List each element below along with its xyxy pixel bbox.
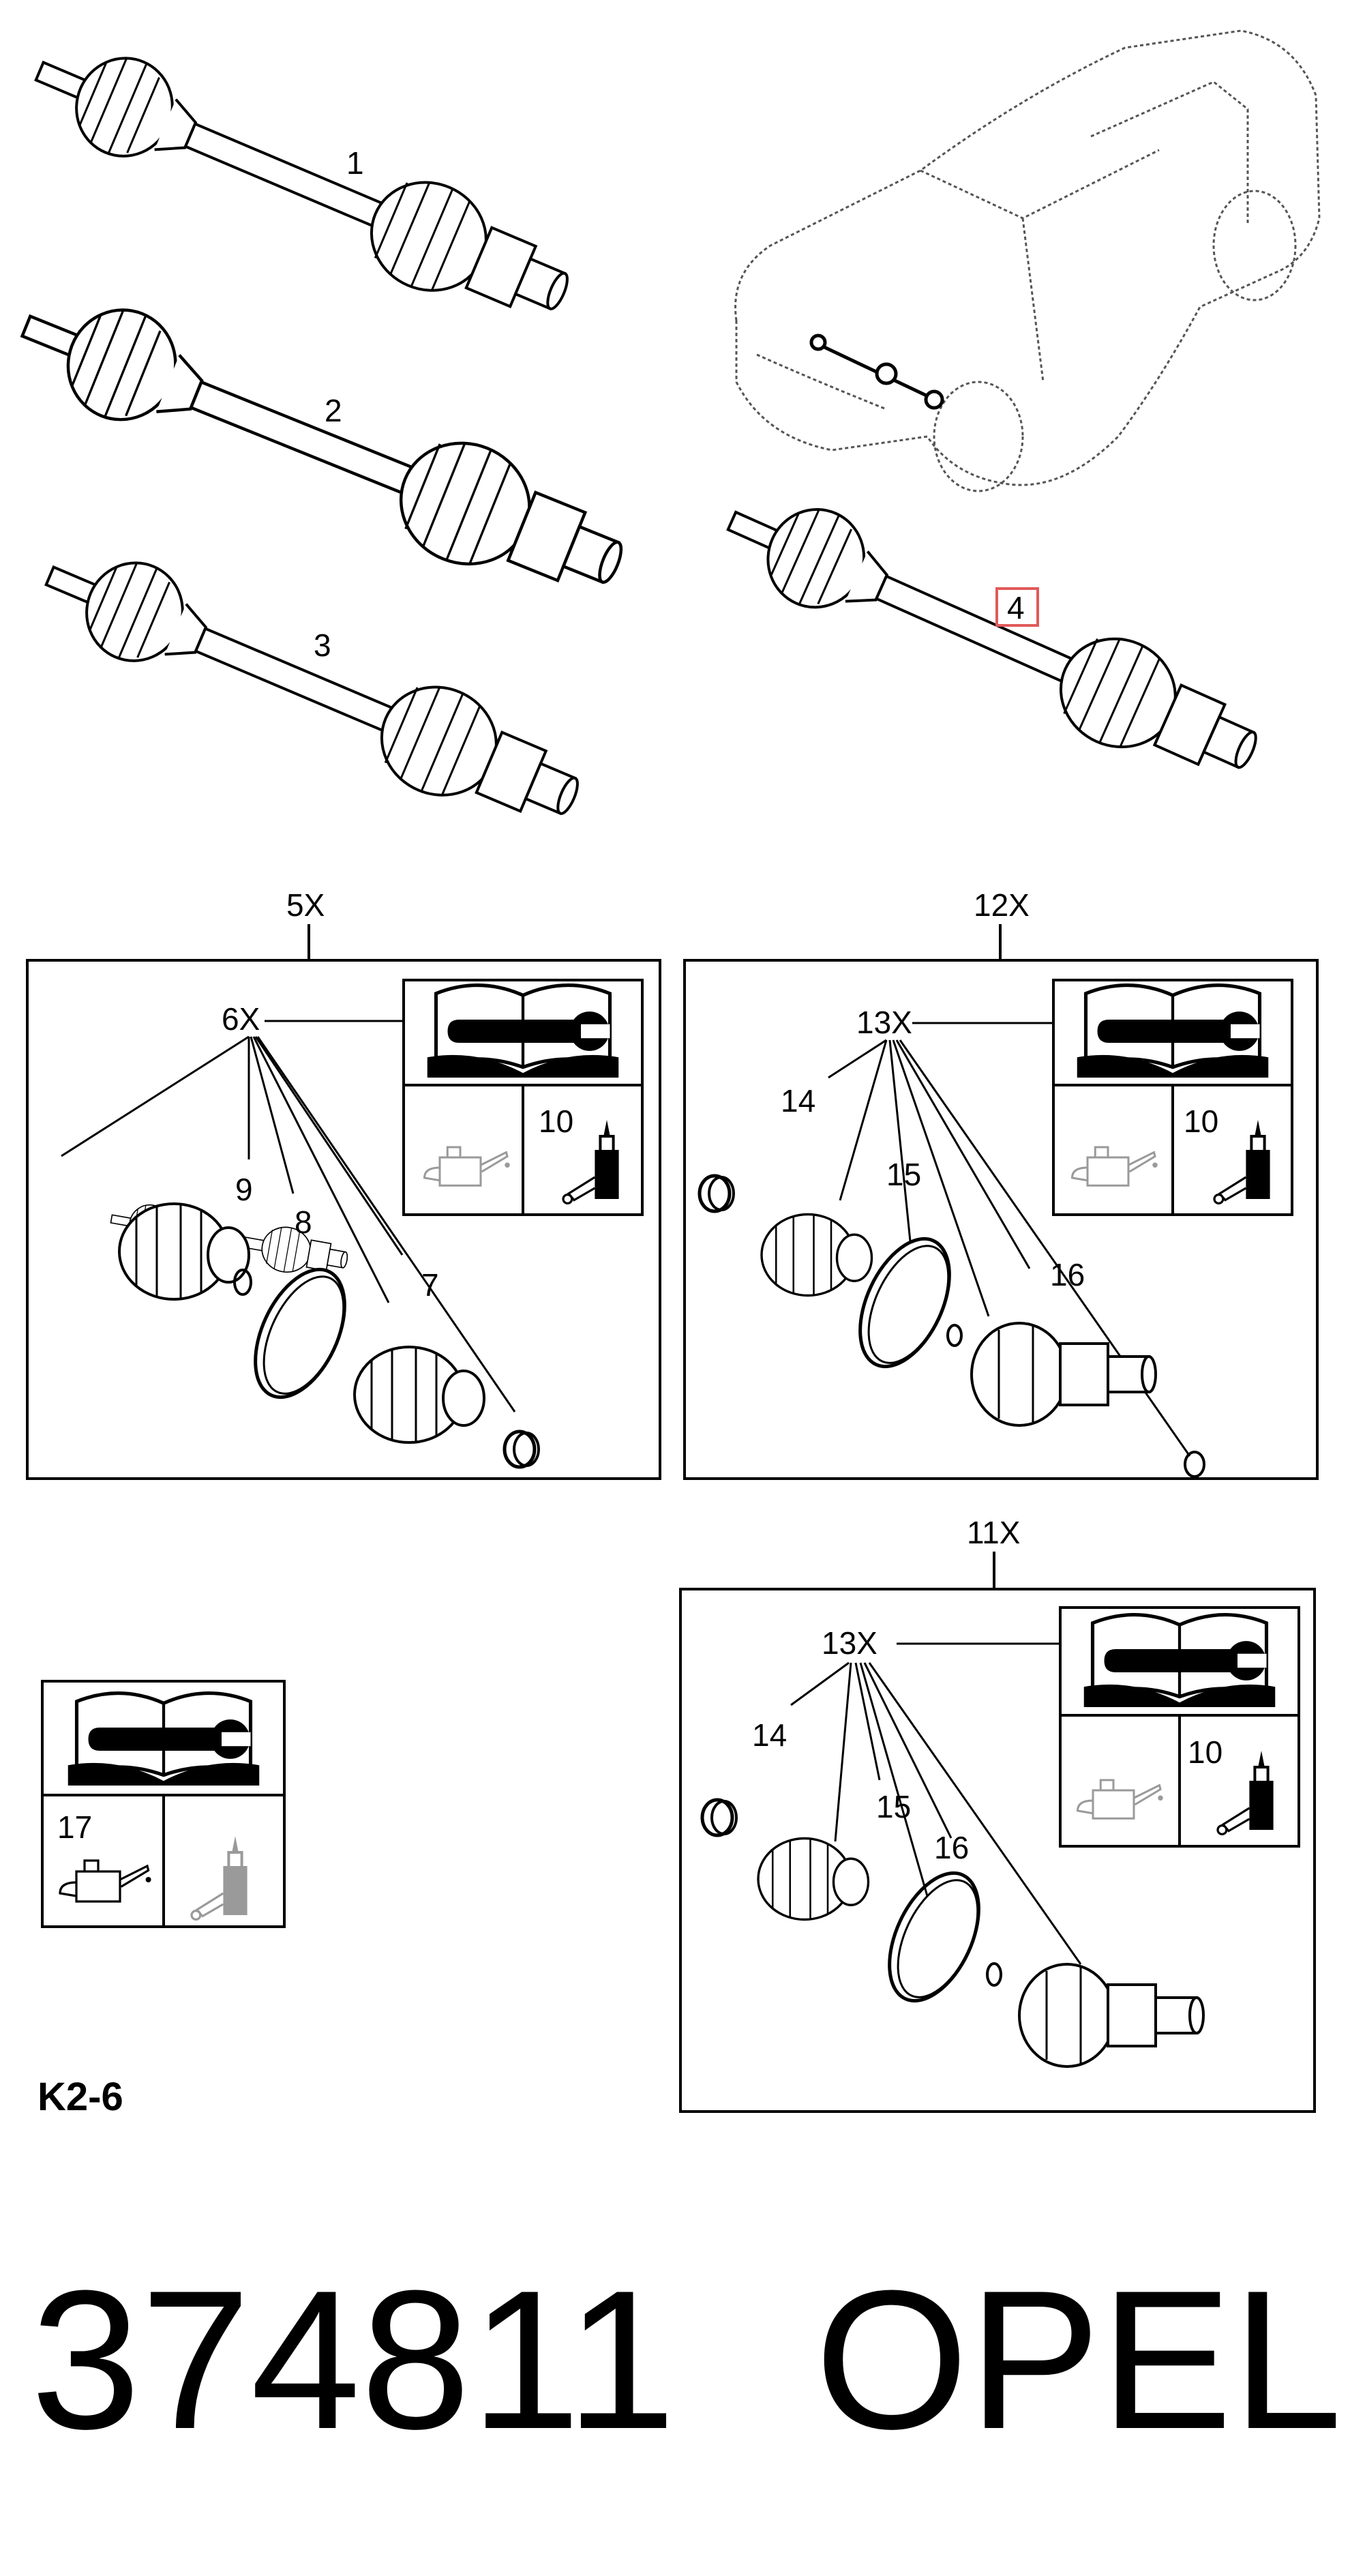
- inner-boot: [757, 1837, 870, 1921]
- callout-15-kit12: 15: [886, 1157, 921, 1192]
- callout-13x-kit12: 13X: [856, 1005, 912, 1040]
- part-number: 374811: [31, 2249, 676, 2470]
- callout-16-kit11: 16: [934, 1830, 969, 1865]
- kit-11x-box: [679, 1588, 1316, 2113]
- oil-can-icon: [1077, 1779, 1165, 1820]
- brand-name: OPEL: [815, 2249, 1342, 2470]
- circlip-16: [1184, 1451, 1205, 1478]
- inner-boot: [760, 1213, 873, 1297]
- circlip-9: [233, 1269, 252, 1296]
- boot-7: [353, 1346, 485, 1444]
- clamp-band-8: [237, 1256, 363, 1411]
- circlip-16: [986, 1962, 1002, 1987]
- drive-shaft-2: [4, 271, 640, 620]
- grease-bottle-icon: [1214, 1120, 1270, 1203]
- grease-bottle-icon: [1218, 1751, 1274, 1834]
- callout-13x-kit11: 13X: [822, 1625, 877, 1661]
- kit-12x-box: [683, 959, 1319, 1480]
- grease-bottle-icon: [192, 1836, 247, 1919]
- drive-shaft-4: [708, 471, 1275, 803]
- callout-17: 17: [57, 1809, 92, 1845]
- callout-10-kit11: 10: [1188, 1734, 1222, 1770]
- drive-shaft-3: [29, 527, 595, 848]
- manual-wrench-icon: [427, 986, 619, 1078]
- manual-wrench-icon: [1077, 986, 1269, 1078]
- callout-14-kit11: 14: [752, 1717, 787, 1753]
- kit-5x-box: [26, 959, 661, 1480]
- callout-15-kit11: 15: [876, 1789, 911, 1824]
- circlip-kit12: [946, 1324, 963, 1347]
- oil-can-icon: [423, 1146, 511, 1187]
- oil-can-icon: [59, 1859, 153, 1903]
- reference-code: K2-6: [38, 2075, 123, 2119]
- small-clamp-14: [700, 1176, 734, 1211]
- drive-shaft-1: [19, 23, 585, 343]
- callout-11x: 11X: [967, 1515, 1020, 1550]
- callout-16-kit12: 16: [1050, 1257, 1085, 1292]
- oil-can-icon: [1071, 1146, 1159, 1187]
- manual-wrench-icon: [68, 1693, 260, 1786]
- callout-3: 3: [314, 627, 331, 663]
- callout-10-kit12: 10: [1184, 1104, 1218, 1139]
- car-outline-icon: [734, 29, 1321, 492]
- callout-6x: 6X: [222, 1001, 260, 1037]
- callout-5x: 5X: [286, 887, 325, 923]
- small-clamp-7: [505, 1432, 539, 1467]
- inner-joint-housing: [1018, 1963, 1205, 2068]
- inner-joint-housing: [970, 1322, 1157, 1427]
- callout-4: 4: [1007, 590, 1025, 625]
- outer-joint-housing: [118, 1202, 250, 1301]
- callout-1: 1: [346, 145, 364, 181]
- callout-4-highlight-box: [995, 587, 1039, 627]
- clamp-band-15: [871, 1859, 997, 2015]
- callout-7: 7: [421, 1267, 439, 1303]
- callout-12x: 12X: [974, 887, 1030, 923]
- callout-8: 8: [295, 1204, 312, 1240]
- callout-10-kit5: 10: [539, 1104, 573, 1139]
- callout-14-kit12: 14: [781, 1083, 815, 1119]
- manual-wrench-icon: [1084, 1615, 1276, 1707]
- small-clamp-14: [702, 1800, 736, 1835]
- car-shaft-highlight: [809, 334, 944, 410]
- callout-2: 2: [325, 393, 342, 428]
- callout-9: 9: [235, 1172, 253, 1207]
